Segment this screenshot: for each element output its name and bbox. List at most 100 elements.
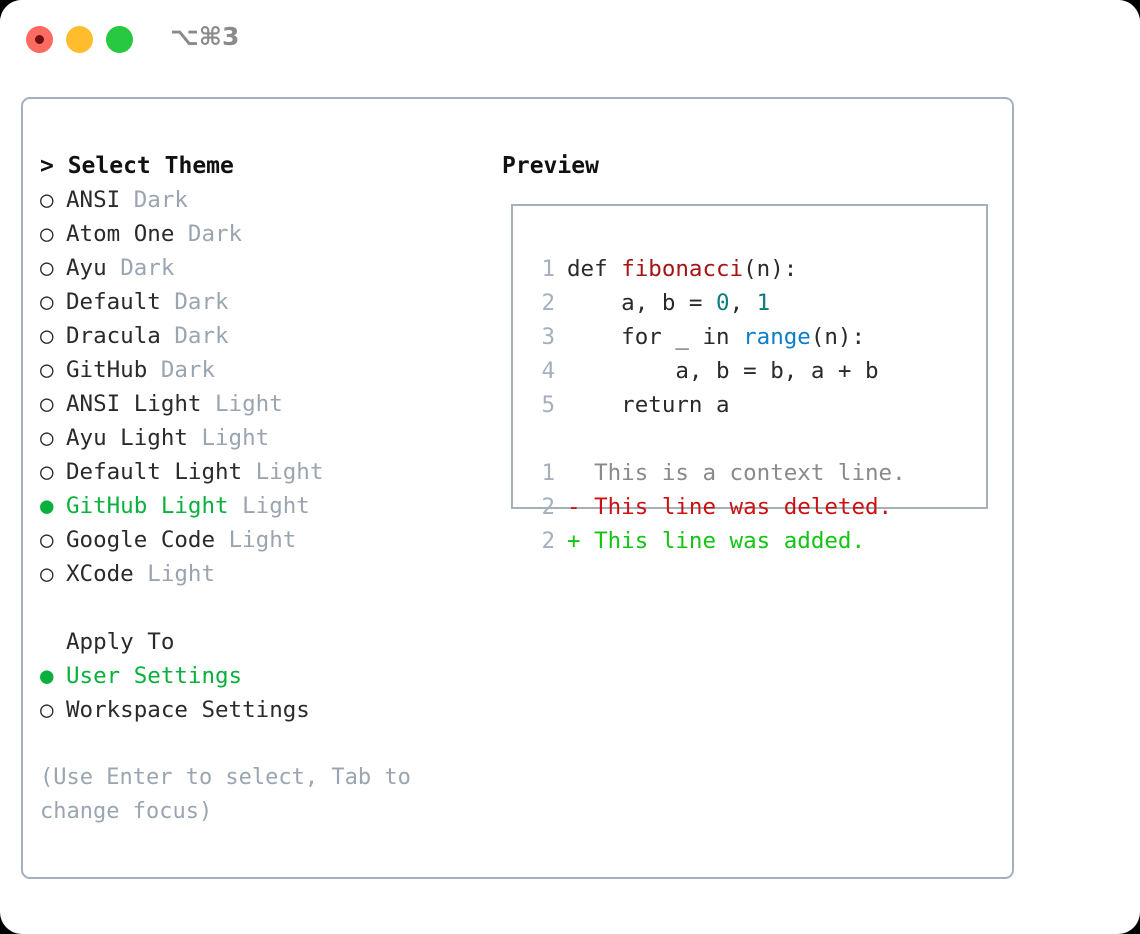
line-number: 1 bbox=[541, 256, 555, 282]
theme-option-row[interactable]: ○ ANSI Dark bbox=[40, 183, 500, 217]
diff-line: 1 This is a context line. bbox=[529, 456, 906, 490]
theme-variant-label: Light bbox=[215, 391, 283, 417]
theme-variant-label: Light bbox=[147, 561, 216, 587]
radio-unselected-icon: ○ bbox=[40, 697, 54, 723]
theme-variant-label: Dark bbox=[174, 289, 229, 315]
code-token: - This line was deleted. bbox=[567, 494, 893, 520]
radio-unselected-icon: ○ bbox=[40, 289, 54, 315]
theme-option-row[interactable]: ○ Atom One Dark bbox=[40, 217, 500, 251]
code-token: , bbox=[729, 290, 757, 316]
code-token: for _ in bbox=[567, 324, 744, 350]
line-number: 2 bbox=[541, 528, 555, 554]
spacer bbox=[242, 459, 256, 485]
radio-unselected-icon: ○ bbox=[40, 323, 54, 349]
apply-to-option-list: ●User Settings ○ Workspace Settings bbox=[40, 659, 500, 727]
code-token: This is a context line. bbox=[567, 460, 906, 486]
theme-variant-label: Dark bbox=[160, 357, 216, 383]
apply-to-option-row[interactable]: ●User Settings bbox=[40, 659, 500, 693]
code-line: 3 for _ in range(n): bbox=[529, 320, 906, 354]
code-line: 1 def fibonacci(n): bbox=[529, 252, 906, 286]
theme-option-list: ○ANSI Dark○Atom One Dark○Ayu Dark○Defaul… bbox=[40, 183, 500, 591]
spacer bbox=[134, 561, 148, 587]
apply-to-option-row[interactable]: ○ Workspace Settings bbox=[40, 693, 500, 727]
radio-unselected-icon: ○ bbox=[40, 187, 54, 213]
radio-unselected-icon: ○ bbox=[40, 459, 54, 485]
code-token: range bbox=[743, 324, 811, 350]
theme-variant-label: Dark bbox=[133, 187, 188, 213]
apply-to-marker-empty bbox=[40, 625, 66, 659]
diff-line: 2- This line was deleted. bbox=[529, 490, 906, 524]
radio-selected-icon: ● bbox=[40, 493, 54, 519]
theme-option-name: GitHub bbox=[66, 357, 148, 383]
line-number: 5 bbox=[541, 392, 555, 418]
theme-option-name: Google Code bbox=[66, 527, 216, 553]
theme-option-row[interactable]: ● GitHub Light Light bbox=[40, 489, 500, 523]
theme-variant-label: Dark bbox=[187, 221, 243, 247]
theme-option-name: Dracula bbox=[66, 323, 161, 349]
apply-to-option-name: Workspace Settings bbox=[66, 697, 310, 723]
theme-option-row[interactable]: ○ GitHub Dark bbox=[40, 353, 500, 387]
theme-variant-label: Light bbox=[201, 425, 270, 451]
spacer bbox=[174, 221, 188, 247]
theme-option-name: Ayu Light bbox=[66, 425, 188, 451]
code-line: 2 a, b = 0, 1 bbox=[529, 286, 906, 320]
radio-unselected-icon: ○ bbox=[40, 357, 54, 383]
theme-option-row[interactable]: ○ Ayu Light Light bbox=[40, 421, 500, 455]
theme-option-row[interactable]: ○ Dracula Dark bbox=[40, 319, 500, 353]
radio-selected-icon: ● bbox=[40, 663, 54, 689]
radio-unselected-icon: ○ bbox=[40, 391, 54, 417]
theme-option-row[interactable]: ○ Google Code Light bbox=[40, 523, 500, 557]
code-token: a, b = b, a + b bbox=[567, 358, 879, 384]
preview-heading: Preview bbox=[502, 153, 599, 179]
theme-option-row[interactable]: ○Default Dark bbox=[40, 285, 500, 319]
theme-variant-label: Light bbox=[255, 459, 324, 485]
code-token: + This line was added. bbox=[567, 528, 866, 554]
code-token: (n): bbox=[743, 256, 798, 282]
theme-option-name: ANSI bbox=[66, 187, 121, 213]
spacer bbox=[161, 323, 175, 349]
line-number: 1 bbox=[541, 460, 555, 486]
spacer bbox=[229, 493, 243, 519]
spacer bbox=[161, 289, 175, 315]
code-line: 5 return a bbox=[529, 388, 906, 422]
theme-option-name: Atom One bbox=[66, 221, 175, 247]
title-bar: ⌥⌘3 bbox=[0, 0, 1140, 78]
theme-option-name: ANSI Light bbox=[66, 391, 202, 417]
code-line: 4 a, b = b, a + b bbox=[529, 354, 906, 388]
content-panel: > Select Theme ○ANSI Dark○Atom One Dark○… bbox=[21, 97, 1014, 879]
radio-unselected-icon: ○ bbox=[40, 561, 54, 587]
line-number: 2 bbox=[541, 290, 555, 316]
theme-option-name: XCode bbox=[66, 561, 134, 587]
radio-unselected-icon: ○ bbox=[40, 255, 54, 281]
keyboard-shortcut-label: ⌥⌘3 bbox=[170, 22, 240, 51]
minimize-window-icon[interactable] bbox=[66, 26, 93, 53]
spacer bbox=[107, 255, 121, 281]
theme-selector-column: > Select Theme ○ANSI Dark○Atom One Dark○… bbox=[40, 149, 500, 727]
select-theme-heading: > Select Theme bbox=[40, 153, 234, 179]
theme-option-row[interactable]: ○ XCode Light bbox=[40, 557, 500, 591]
spacer bbox=[188, 425, 202, 451]
code-token: fibonacci bbox=[621, 256, 744, 282]
list-spacer bbox=[40, 591, 500, 625]
maximize-window-icon[interactable] bbox=[106, 26, 133, 53]
radio-unselected-icon: ○ bbox=[40, 527, 54, 553]
close-window-icon[interactable] bbox=[26, 26, 53, 53]
theme-variant-label: Dark bbox=[174, 323, 229, 349]
theme-option-row[interactable]: ○ Default Light Light bbox=[40, 455, 500, 489]
theme-option-name: Default Light bbox=[66, 459, 243, 485]
theme-option-row[interactable]: ○Ayu Dark bbox=[40, 251, 500, 285]
radio-unselected-icon: ○ bbox=[40, 425, 54, 451]
apply-to-heading: Apply To bbox=[40, 625, 500, 659]
diff-line: 2 + This line was added. bbox=[529, 524, 906, 558]
theme-option-row[interactable]: ○ ANSI Light Light bbox=[40, 387, 500, 421]
theme-variant-label: Dark bbox=[120, 255, 175, 281]
apply-to-heading-label: Apply To bbox=[66, 629, 175, 655]
theme-option-name: GitHub Light bbox=[66, 493, 229, 519]
theme-variant-label: Light bbox=[242, 493, 310, 519]
code-token: def bbox=[567, 256, 622, 282]
radio-unselected-icon: ○ bbox=[40, 221, 54, 247]
theme-variant-label: Light bbox=[228, 527, 297, 553]
